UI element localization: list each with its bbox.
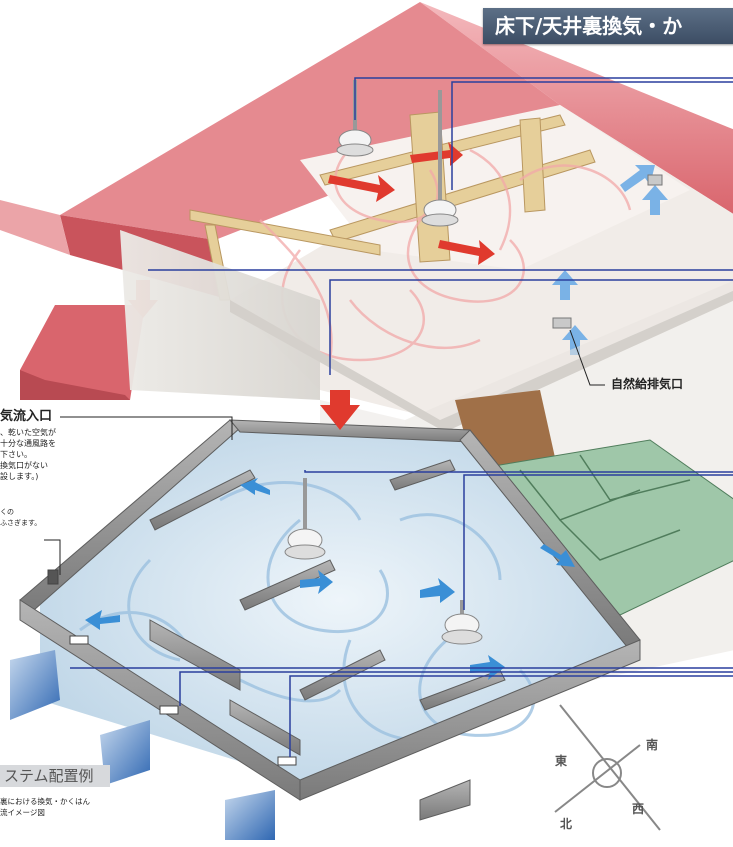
- black-leader-lines: [44, 329, 605, 575]
- foundation-walls: [19, 419, 641, 821]
- compass-west-label: 西: [632, 802, 645, 816]
- wall-vent-attic: [647, 174, 663, 186]
- attic-air-swirls: [259, 139, 632, 362]
- side-note-line: ふさぎます。: [0, 519, 42, 527]
- callout-leader-lines: [70, 77, 733, 757]
- floor-blue-arrows: [85, 478, 575, 680]
- attic-paragraph-line: の冷え込みは、梁などに結露を生み: [0, 128, 154, 140]
- floor-inlet-note: 、乾いた空気が 十分な通風路を 下さい。 換気口がない 設します。): [0, 427, 56, 482]
- natural-vent-label: 自然給排気口: [611, 377, 684, 391]
- attic-blue-arrows: [552, 165, 668, 355]
- floor-inlet-note-line: 設します。): [0, 472, 39, 481]
- system-caption-line: 裏における換気・かくはん: [0, 797, 90, 806]
- attic-heading: 井裏の換気かくはん作用: [0, 46, 254, 71]
- side-note-line: くの: [0, 508, 14, 516]
- side-note: くの ふさぎます。: [0, 507, 41, 529]
- floor-inlet-title: 気流入口: [0, 409, 53, 424]
- floor-inlet-note-line: 、乾いた空気が: [0, 428, 56, 437]
- attic-to-floor-arrow: [320, 390, 360, 430]
- compass-south-label: 南: [646, 738, 659, 752]
- outside-inflow-arrows: [10, 650, 275, 840]
- attic-paragraph-line: 発生源となります。: [0, 144, 86, 156]
- attic-paragraph-line: くはんを行なうことで、: [0, 160, 105, 172]
- wall-vent-right: [552, 317, 572, 329]
- foundation-vents: [47, 569, 297, 766]
- floor-inlet-note-line: 下さい。: [0, 450, 32, 459]
- system-layout-caption: 裏における換気・かくはん 流イメージ図: [0, 796, 90, 818]
- floor-inlet-note-line: 換気口がない: [0, 461, 48, 470]
- attic-fan-2: [421, 90, 459, 227]
- banner-title: 床下/天井裏換気・か: [483, 8, 733, 44]
- compass-east-label: 東: [555, 754, 568, 768]
- compass-north-label: 北: [560, 817, 573, 831]
- system-caption-line: 流イメージ図: [0, 808, 45, 817]
- attic-paragraph-line: 冷房効果を高めます。: [0, 112, 95, 124]
- system-layout-title: ステム配置例: [0, 765, 110, 787]
- compass: [554, 704, 661, 831]
- attic-paragraph: 天井裏の熱気は、家全体の冷房効果を妨げます。 ミックスのかくはん機能で熱気を逃が…: [0, 78, 210, 191]
- attic-paragraph-line: ミックスのかくはん機能で熱気を逃がし: [0, 96, 173, 108]
- floor-inlet-note-line: 十分な通風路を: [0, 439, 56, 448]
- attic-paragraph-line: 腐食を防ぎます。: [0, 177, 76, 189]
- attic-paragraph-line: 天井裏の熱気は、家全体の冷房効果を妨げます。: [0, 80, 211, 91]
- attic-fan-1: [336, 80, 374, 157]
- floor-fan-1: [284, 478, 326, 560]
- floor-fan-2: [441, 600, 483, 645]
